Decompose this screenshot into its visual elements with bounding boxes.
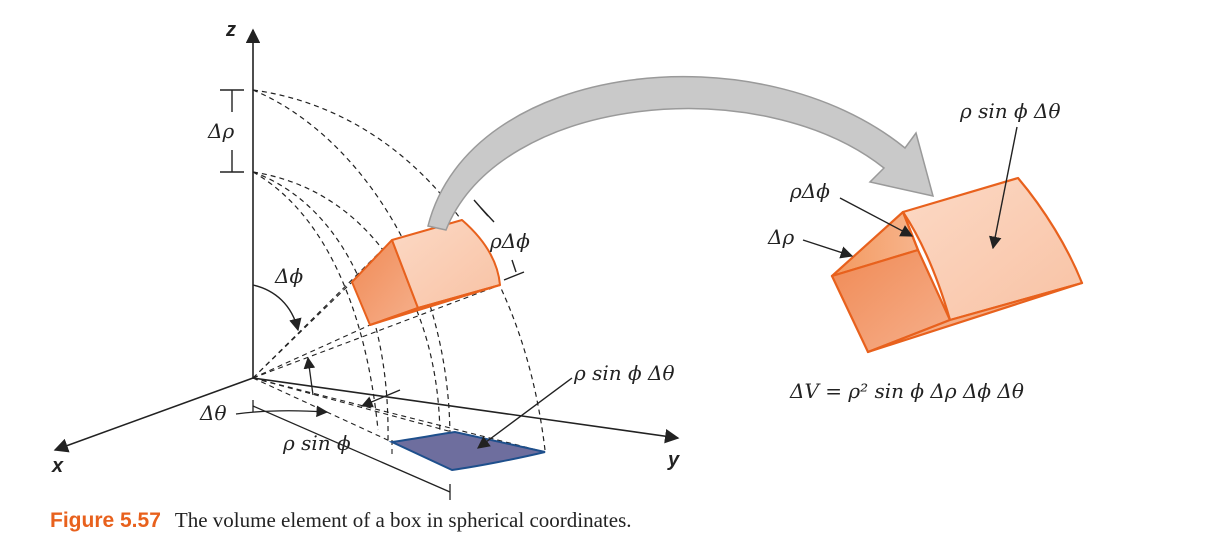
inner-arc-2 (252, 171, 389, 441)
rho-sin-phi-label: ρ sin ϕ (282, 431, 351, 455)
ray-6 (252, 377, 453, 433)
rho-sin-phi-delta-theta-arrow (476, 377, 573, 449)
zoomed-box (830, 176, 1084, 354)
projected-base (388, 430, 546, 472)
zoom-rho-delta-phi-arrow (839, 197, 914, 237)
delta-rho-label: Δρ (207, 119, 234, 143)
volume-formula: ΔV = ρ² sin ϕ Δρ Δϕ Δθ (789, 379, 1024, 403)
y-axis-label: y (667, 449, 680, 471)
zoom-rho-delta-phi-label: ρΔϕ (789, 179, 830, 203)
rho-sin-phi-delta-theta-label: ρ sin ϕ Δθ (573, 361, 675, 385)
theta-tick-arrow (360, 389, 401, 408)
figure-caption: Figure 5.57 The volume element of a box i… (50, 508, 632, 533)
zoom-bottom-face (866, 281, 1084, 354)
delta-phi-arc (252, 284, 302, 332)
x-axis-label: x (51, 455, 64, 477)
z-axis-label: z (225, 19, 236, 41)
ray-2 (252, 281, 353, 379)
volume-element-box (351, 219, 501, 326)
box-bottom-face (369, 284, 501, 326)
figure-number: Figure 5.57 (50, 509, 161, 532)
ray-3 (252, 324, 371, 379)
y-axis (252, 377, 680, 444)
rho-delta-phi-marker (473, 199, 525, 281)
delta-rho-marker (220, 89, 244, 173)
zoom-delta-rho-arrow (802, 239, 854, 259)
caption-text: The volume element of a box in spherical… (174, 508, 632, 532)
rho-sin-phi-dim (252, 405, 451, 493)
phi-tick-arrow (303, 356, 316, 396)
ray-4 (252, 284, 501, 379)
delta-phi-label: Δϕ (274, 264, 303, 288)
rho-delta-phi-label: ρΔϕ (489, 229, 530, 253)
outer-arc-2 (252, 89, 451, 441)
zoom-rho-sin-phi-delta-theta-arrow (989, 126, 1018, 250)
zoom-arrow (427, 76, 935, 231)
zoom-rho-sin-phi-delta-theta-label: ρ sin ϕ Δθ (959, 99, 1061, 123)
mid-arc (252, 171, 379, 431)
axes: z x y (51, 19, 680, 477)
delta-theta-arrow (235, 405, 329, 418)
delta-theta-label: Δθ (199, 401, 226, 425)
x-axis (53, 377, 254, 453)
inner-arc-1 (252, 171, 441, 441)
zoom-delta-rho-label: Δρ (767, 225, 794, 249)
